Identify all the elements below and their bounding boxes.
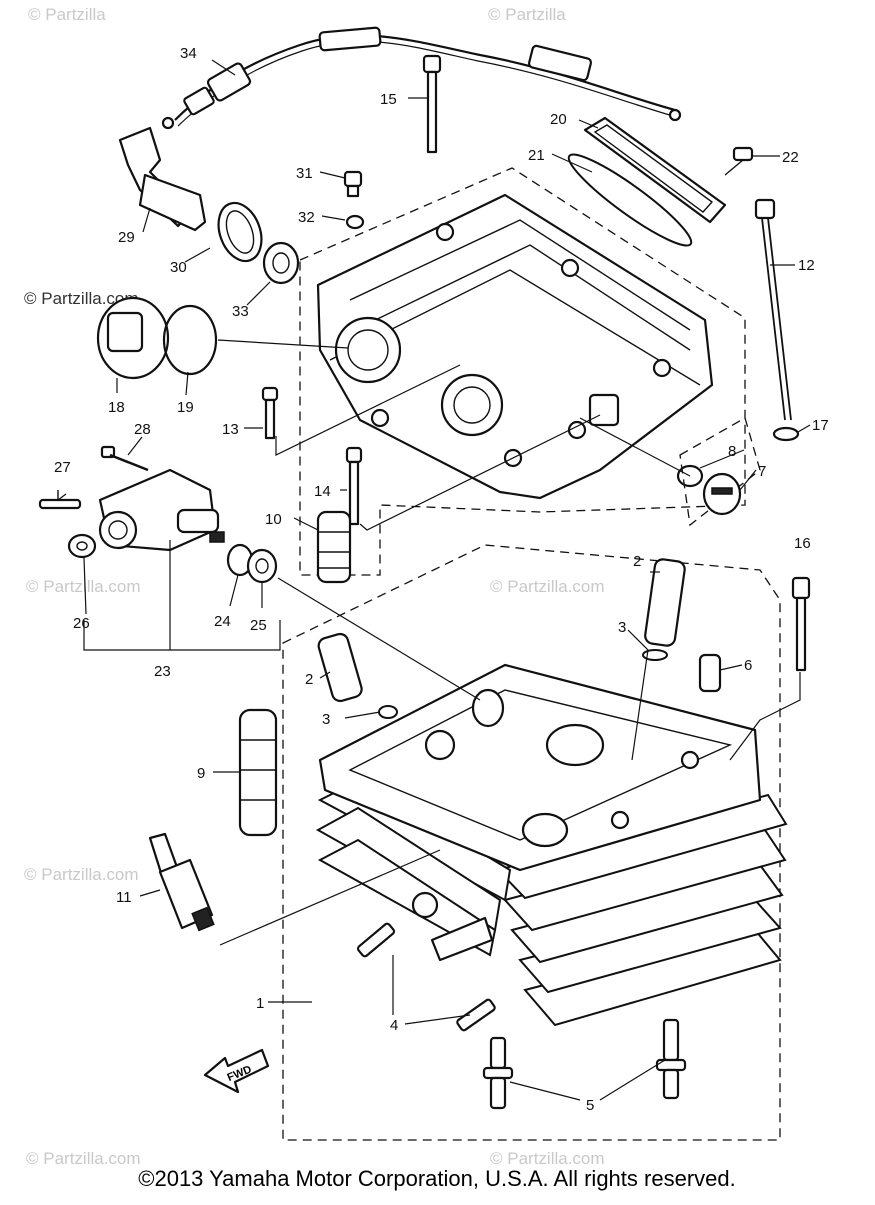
studs	[356, 922, 687, 1110]
watermark-left: © Partzilla.com	[24, 289, 139, 308]
callout-14: 14	[314, 483, 331, 500]
callout-19: 19	[177, 399, 194, 416]
callout-4: 4	[390, 1017, 398, 1034]
forward-direction-arrow: FWD	[203, 1048, 270, 1094]
callout-32: 32	[298, 209, 315, 226]
watermark-bottom-right: © Partzilla.com	[490, 1149, 605, 1168]
tensioner-assembly	[38, 445, 281, 651]
callout-26: 26	[73, 615, 90, 632]
callout-24: 24	[214, 613, 231, 630]
watermarks: © Partzilla © Partzilla © Partzilla.com …	[24, 5, 605, 1168]
callout-17: 17	[812, 417, 829, 434]
callout-30: 30	[170, 259, 187, 276]
callout-21: 21	[528, 147, 545, 164]
guide-and-dowel-parts	[238, 510, 722, 837]
callout-15: 15	[380, 91, 397, 108]
group-outlines	[282, 167, 781, 1141]
leader-lines	[57, 59, 811, 1101]
watermark-bottom-left: © Partzilla.com	[26, 1149, 141, 1168]
cylinder-head	[315, 663, 788, 1027]
spark-plug	[148, 832, 215, 932]
callout-22: 22	[782, 149, 799, 166]
callout-28: 28	[134, 421, 151, 438]
cable-assembly	[161, 26, 682, 130]
inspection-plug-parts	[676, 464, 742, 516]
copyright-notice: ©2013 Yamaha Motor Corporation, U.S.A. A…	[138, 1166, 735, 1191]
cover-gasket-parts	[567, 116, 754, 247]
callout-20: 20	[550, 111, 567, 128]
callout-5: 5	[586, 1097, 594, 1114]
callout-10: 10	[265, 511, 282, 528]
callout-31: 31	[296, 165, 313, 182]
watermark-lower-left: © Partzilla.com	[24, 865, 139, 884]
callout-11: 11	[116, 889, 132, 906]
callout-3-upper: 3	[618, 619, 626, 636]
watermark-mid-left: © Partzilla.com	[26, 577, 141, 596]
callout-33: 33	[232, 303, 249, 320]
callout-7: 7	[758, 463, 766, 480]
callout-12: 12	[798, 257, 815, 274]
bolts	[261, 54, 811, 672]
decompression-lever-parts	[118, 126, 300, 285]
watermark-top-left: © Partzilla	[28, 5, 106, 24]
callout-labels: 34 15 20 21 22 31 32 29 30 12 33 18 19 1…	[54, 45, 829, 1114]
callout-3-lower: 3	[322, 711, 330, 728]
callout-16: 16	[794, 535, 811, 552]
cylinder-head-cover-group-outline	[299, 167, 746, 576]
cylinder-head-cover	[316, 193, 714, 500]
watermark-top-right: © Partzilla	[488, 5, 566, 24]
callout-25: 25	[250, 617, 267, 634]
callout-6: 6	[744, 657, 752, 674]
callout-27: 27	[54, 459, 71, 476]
callout-1: 1	[256, 995, 264, 1012]
callout-2-upper: 2	[633, 553, 641, 570]
cap-parts	[96, 296, 218, 380]
callout-9: 9	[197, 765, 205, 782]
callout-34: 34	[180, 45, 197, 62]
callout-29: 29	[118, 229, 135, 246]
watermark-mid-right: © Partzilla.com	[490, 577, 605, 596]
callout-18: 18	[108, 399, 125, 416]
callout-2-lower: 2	[305, 671, 313, 688]
callout-13: 13	[222, 421, 239, 438]
callout-8: 8	[728, 443, 736, 460]
plug-group-outline	[679, 417, 761, 527]
callout-23: 23	[154, 663, 171, 680]
